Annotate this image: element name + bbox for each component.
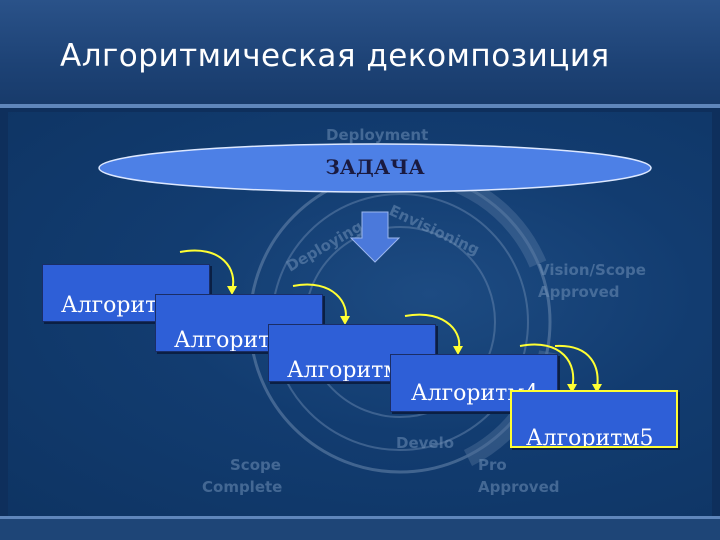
bg-ring-word3: Develo (396, 434, 454, 452)
task-label-wrap: ЗАДАЧА (99, 155, 651, 185)
connector-3-4 (404, 313, 461, 351)
down-arrow-icon (349, 211, 401, 263)
algorithm-label-3: Алгоритм3 (287, 358, 415, 382)
bg-vision-line2: Approved (538, 283, 619, 301)
bg-scope-line2: Complete (202, 478, 282, 496)
bg-project-line1: Pro (478, 456, 507, 474)
connector-2-3 (292, 283, 347, 321)
bg-project-line2: Approved (478, 478, 559, 496)
connector-1-2 (179, 249, 235, 291)
bg-vision-line1: Vision/Scope (538, 261, 646, 279)
bg-deployment-label: Deployment (326, 126, 428, 144)
footer-bar (0, 516, 720, 540)
algorithm-box-5: Алгоритм5 (510, 390, 678, 448)
slide-title: Алгоритмическая декомпозиция (60, 38, 610, 74)
connector-4-5 (519, 343, 575, 389)
task-label: ЗАДАЧА (325, 155, 425, 179)
connector-4-5b (554, 344, 599, 389)
task-ellipse (98, 143, 652, 193)
connector-arrowheads (227, 286, 602, 393)
algorithm-label-5: Алгоритм5 (526, 426, 654, 448)
algorithm-box-3: Алгоритм3 (268, 324, 436, 382)
connector-arrows (179, 249, 599, 389)
bg-scope-line1: Scope (230, 456, 281, 474)
title-bar: Алгоритмическая декомпозиция (0, 0, 720, 108)
